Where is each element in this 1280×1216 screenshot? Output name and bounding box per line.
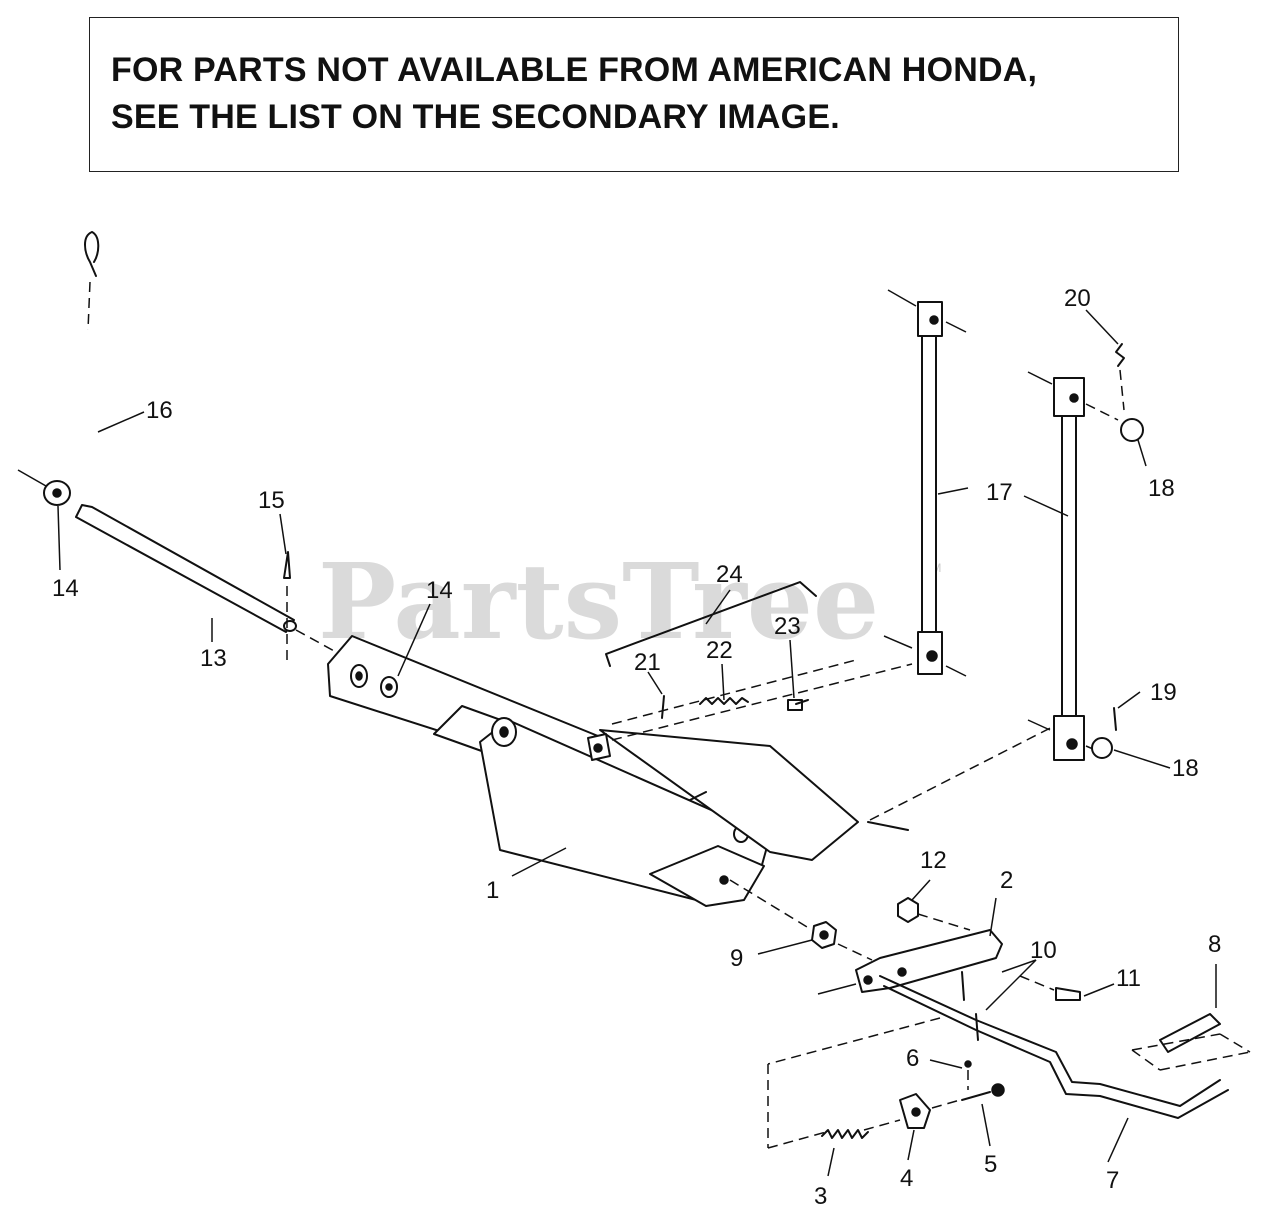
notice-line-2: SEE THE LIST ON THE SECONDARY IMAGE. bbox=[111, 98, 840, 136]
callout-5: 5 bbox=[984, 1151, 997, 1178]
part-18-clevis-pin-upper bbox=[1085, 403, 1144, 442]
dashed-link-upper bbox=[611, 659, 857, 725]
callout-2: 2 bbox=[1000, 867, 1013, 894]
callout-8: 8 bbox=[1208, 931, 1221, 958]
callout-3: 3 bbox=[814, 1183, 827, 1210]
callout-4: 4 bbox=[900, 1165, 913, 1192]
callout-6: 6 bbox=[906, 1045, 919, 1072]
part-1-lift-frame bbox=[327, 635, 909, 907]
part-3-spring bbox=[821, 1119, 901, 1139]
part-21-cotter-pin bbox=[661, 695, 665, 719]
dashed-link-lower bbox=[611, 663, 913, 741]
part-4-bracket bbox=[899, 1093, 931, 1129]
callout-16: 16 bbox=[146, 397, 173, 424]
part-11-bolt bbox=[1019, 975, 1081, 1001]
leader-lines bbox=[57, 309, 1217, 1177]
callout-18-lower: 18 bbox=[1172, 755, 1199, 782]
callout-14-left: 14 bbox=[52, 575, 79, 602]
part-17-lift-link-right bbox=[1027, 371, 1085, 761]
callout-7: 7 bbox=[1106, 1167, 1119, 1194]
callout-18-upper: 18 bbox=[1148, 475, 1175, 502]
callout-9: 9 bbox=[730, 945, 743, 972]
callout-24: 24 bbox=[716, 561, 743, 588]
part-22-spring bbox=[699, 697, 749, 705]
lower-hardware-outline bbox=[767, 1017, 941, 1149]
callout-20: 20 bbox=[1064, 285, 1091, 312]
part-6-pin bbox=[964, 1060, 972, 1090]
part-9-nut bbox=[729, 879, 873, 961]
part-20-hairpin bbox=[1115, 343, 1125, 411]
part-2-bracket bbox=[817, 929, 1003, 995]
part-5-bolt bbox=[931, 1083, 1005, 1109]
part-13-axle-rod bbox=[17, 469, 337, 653]
callout-17: 17 bbox=[986, 479, 1013, 506]
part-18-clevis-pin-lower bbox=[1085, 737, 1113, 759]
callout-19: 19 bbox=[1150, 679, 1177, 706]
dashed-link-right bbox=[869, 719, 1067, 821]
callout-10: 10 bbox=[1030, 937, 1057, 964]
callout-23: 23 bbox=[774, 613, 801, 640]
callout-1: 1 bbox=[486, 877, 499, 904]
callout-14-right: 14 bbox=[426, 577, 453, 604]
part-16-hairpin-clip bbox=[84, 231, 100, 331]
part-8-handle-grip bbox=[1131, 1013, 1251, 1071]
notice-line-1: FOR PARTS NOT AVAILABLE FROM AMERICAN HO… bbox=[111, 51, 1038, 89]
part-15-cotter-pin bbox=[283, 551, 291, 664]
callout-11: 11 bbox=[1116, 965, 1141, 992]
callout-12: 12 bbox=[920, 847, 947, 874]
part-14-washer-left bbox=[43, 480, 71, 506]
callout-labels: 1 2 3 4 5 6 7 8 9 10 11 12 13 14 14 15 1… bbox=[52, 285, 1221, 1210]
part-17-lift-link-left bbox=[883, 289, 967, 677]
callout-21: 21 bbox=[634, 649, 661, 676]
part-12-nut bbox=[897, 897, 971, 931]
part-10-pins bbox=[961, 971, 979, 1041]
watermark-logo: PartsTree bbox=[318, 540, 879, 663]
part-7-lift-rod bbox=[879, 975, 1229, 1119]
callout-13: 13 bbox=[200, 645, 227, 672]
part-23-bolt bbox=[787, 699, 809, 711]
part-14-washer-right bbox=[380, 676, 398, 698]
callout-22: 22 bbox=[706, 637, 733, 664]
part-19-cotter-pin bbox=[1113, 707, 1117, 731]
callout-15: 15 bbox=[258, 487, 285, 514]
part-24-link-rod bbox=[605, 581, 817, 667]
notice-box: FOR PARTS NOT AVAILABLE FROM AMERICAN HO… bbox=[89, 17, 1179, 172]
